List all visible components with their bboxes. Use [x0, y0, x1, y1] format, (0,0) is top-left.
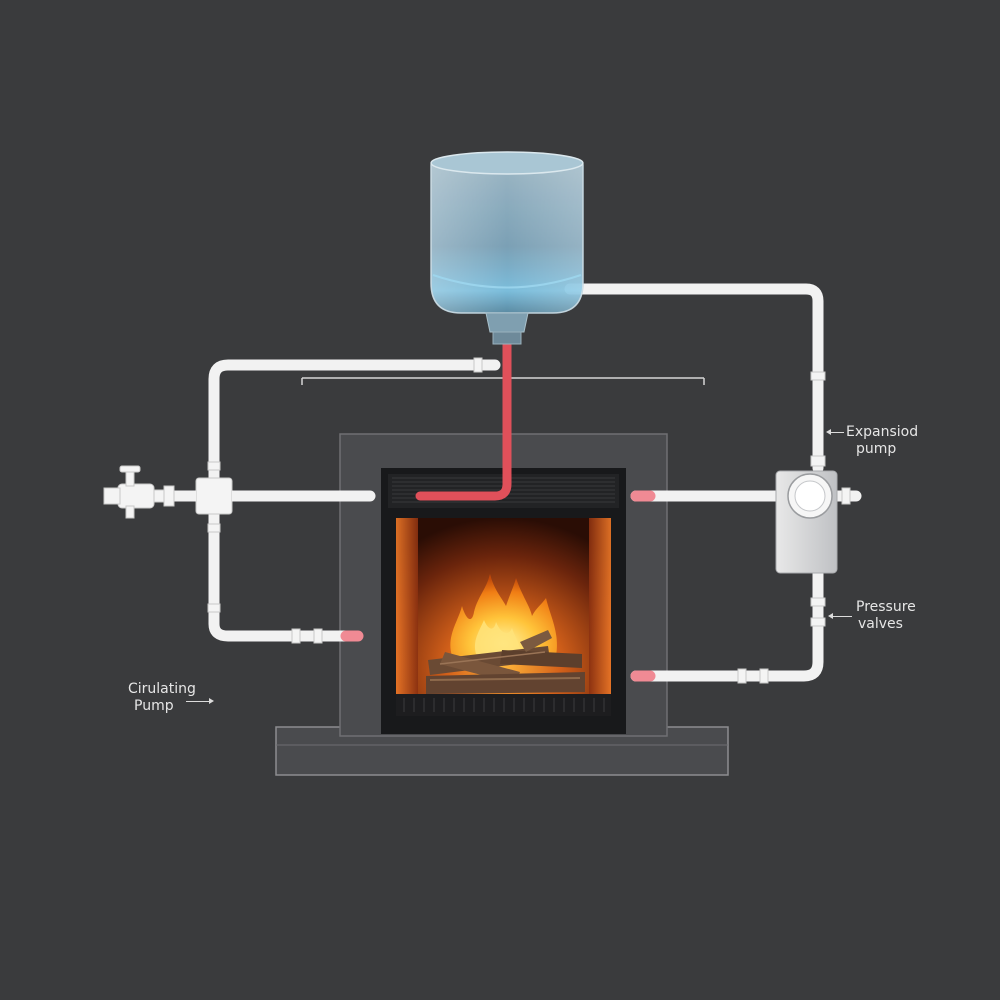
pipe-top-left	[208, 359, 501, 486]
tee-junction	[195, 477, 233, 515]
tank-outlet	[485, 312, 529, 333]
hot-pipe	[415, 340, 512, 501]
pipe-top-right	[564, 283, 824, 474]
pipe-left-return	[208, 506, 352, 642]
circulating-pump-arrow	[186, 698, 214, 704]
logs	[426, 630, 585, 694]
expansion-pump-arrow	[826, 429, 844, 435]
pressure-valves-label-line1: Pressure	[856, 599, 916, 615]
pressure-valves-label: Pressure valves	[856, 599, 916, 633]
circulating-pump-label: Cirulating Pump	[128, 681, 196, 715]
fireplace	[275, 433, 729, 776]
expansion-pump	[775, 470, 838, 574]
circulating-pump-label-line2: Pump	[134, 698, 174, 714]
pressure-valves-arrow	[828, 613, 852, 619]
flames	[450, 574, 557, 656]
expansion-tank	[430, 151, 584, 345]
circulating-pump-label-line1: Cirulating	[128, 681, 196, 697]
expansion-pump-label-line2: pump	[856, 441, 897, 457]
gate-valve	[103, 465, 165, 519]
expansion-pump-label: Expansiod pump	[846, 424, 918, 458]
tank-rim	[430, 151, 584, 175]
pipe-right-return	[630, 568, 824, 682]
pipe-fittings	[207, 357, 851, 684]
pressure-valves-label-line2: valves	[858, 616, 903, 632]
expansion-pump-label-line1: Expansiod	[846, 424, 919, 440]
left-valve-assembly	[103, 465, 246, 519]
